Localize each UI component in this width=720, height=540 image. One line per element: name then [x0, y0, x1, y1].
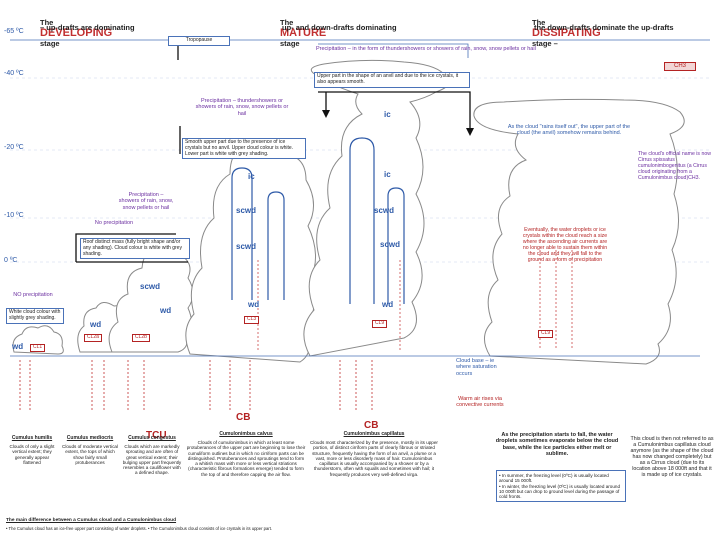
precip-top-text: Precipitation – in the form of thundersh… [316, 46, 536, 52]
roof-note: Roof distinct mass (fully bright shape a… [80, 238, 190, 260]
mediocris-heading: Cumulus mediocris [66, 435, 114, 441]
footnote-heading: The main difference between a Cumulus cl… [6, 518, 177, 523]
scwd-label-4: scwd [374, 206, 395, 215]
wd-label-2: wd [90, 320, 102, 329]
cl3-label: CL3 [244, 316, 260, 324]
temp-0: 0 ºC [4, 257, 18, 264]
mediocris-text: Clouds of moderate vertical extent, the … [62, 444, 118, 465]
updraft-loop-capillatus [349, 137, 375, 304]
wd-label-3: wd [160, 306, 172, 315]
stage-dissipating-sub: the down-drafts dominate the up-drafts [534, 23, 674, 32]
tropopause-label: Tropopause [168, 36, 230, 46]
arrow-head-1 [466, 128, 474, 136]
stage-developing-title: The DEVELOPING stage [40, 17, 113, 48]
capillatus-text: Clouds most characterized by the presenc… [310, 440, 438, 477]
updraft-loop-capillatus-2 [387, 187, 405, 304]
precip-left-text: Precipitation – showers of rain, snow, s… [118, 192, 174, 211]
dissip-text: As the precipitation starts to fall, the… [495, 432, 619, 457]
warm-air-arrows [19, 360, 373, 410]
calvus-text: Clouds of cumulonimbus in which at least… [186, 440, 306, 477]
tcu-label: TCU [146, 430, 167, 441]
official-name: The cloud's official name is now Cirrus … [638, 151, 711, 181]
cloud-humilis [12, 325, 64, 355]
temp-10: -10 ºC [4, 212, 24, 219]
scwd-label-1: scwd [236, 206, 257, 215]
cl9-label: CL9 [372, 320, 388, 328]
cb-label-1: CB [236, 412, 251, 423]
precip-lines [257, 250, 573, 350]
cl2a-label: CL2a [84, 334, 102, 342]
footnote-text: • The Cumulus cloud has an ice-free uppe… [6, 526, 273, 531]
anvil-note: Upper part in the shape of an anvil and … [314, 72, 470, 88]
ic-label-1: ic [248, 172, 255, 181]
cb-label-2: CB [364, 420, 379, 431]
ic-label-2: ic [384, 110, 391, 119]
calvus-heading: Cumulonimbus calvus [219, 431, 273, 437]
updraft-loop-calvus-2 [267, 191, 285, 300]
temp-40: -40 ºC [4, 70, 24, 77]
congestus-heading: Cumulus congestus [128, 435, 176, 441]
eventually-text: Eventually, the water droplets or ice cr… [522, 227, 608, 263]
temp-20: -20 ºC [4, 144, 24, 151]
precip-top-bracket [318, 43, 469, 58]
humilis-text: Clouds of only a slight vertical extent;… [9, 444, 55, 465]
cloud-capillatus [303, 59, 450, 357]
temp-65: -65 ºC [4, 28, 24, 35]
stage-developing-sub: – up-drafts are dominating [40, 23, 135, 32]
stage-mature-sub: up- and down-drafts dominating [282, 23, 397, 32]
cl9b-label: CL9 [538, 330, 554, 338]
white-note: White cloud colour with slightly grey sh… [6, 308, 64, 324]
humilis-heading: Cumulus humilis [11, 435, 53, 441]
wd-label-1: wd [12, 342, 24, 351]
wd-label-5: wd [382, 300, 394, 309]
scwd-label-3: scwd [140, 282, 161, 291]
wd-label-4: wd [248, 300, 260, 309]
updraft-loop-calvus [231, 167, 253, 300]
cl1-label: CL1 [30, 344, 46, 352]
ic-label-3: ic [384, 170, 391, 179]
precip-mid-text: Precipitation – thundershowers or shower… [195, 98, 289, 117]
cloud-base-text: Cloud base – ie where saturation occurs [456, 358, 497, 377]
rains-itself-out: As the cloud "rains itself out", the upp… [507, 124, 631, 137]
scwd-label-5: scwd [380, 240, 401, 249]
capillatus-heading: Cumulonimbus capillatus [343, 431, 405, 437]
no-precip-2: NO precipitation [13, 292, 53, 298]
cloud-dissipating [473, 98, 685, 365]
arrow-head-2 [322, 110, 330, 118]
congestus-text: Clouds which are markedly sprouting and … [122, 444, 182, 476]
scwd-label-2: scwd [236, 242, 257, 251]
smooth-note: Smooth upper part due to the presence of… [182, 138, 306, 160]
ch3-label: CH3 [664, 62, 696, 71]
stage-mature-title: The MATURE stage [280, 17, 327, 48]
stage-dissipating-title: The DISSIPATING stage – [532, 17, 601, 48]
notes-text: • In summer, the freezing level (0ºC) is… [496, 470, 626, 503]
no-precip-1: No precipitation [94, 220, 134, 226]
cloud-congestus [108, 246, 194, 353]
cl2b-label: CL2b [132, 334, 150, 342]
warm-air-text: Warm air rises via convective currents [456, 396, 504, 409]
final-text: This cloud is then not referred to as a … [630, 436, 714, 479]
